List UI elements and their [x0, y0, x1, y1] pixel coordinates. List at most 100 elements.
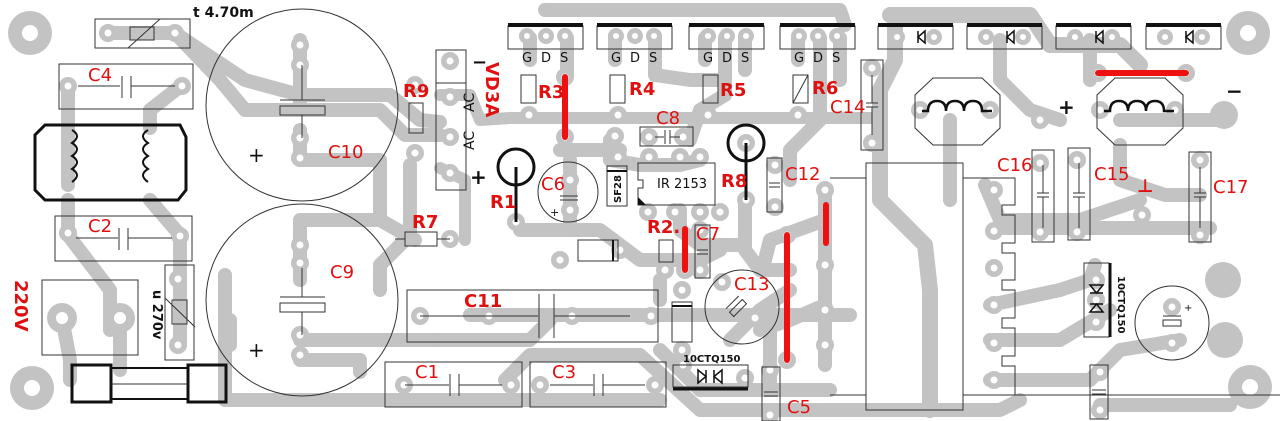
c10-label: C10	[328, 142, 363, 163]
c1-outline	[384, 361, 523, 408]
diode-icon	[1094, 29, 1104, 45]
c16-outline	[1031, 149, 1055, 243]
c9-outline	[205, 203, 399, 397]
c14-outline	[860, 59, 884, 151]
c7-label: C7	[696, 224, 720, 245]
mosfet-pin-label-g: G	[703, 51, 713, 66]
labels: t 4.70m C4 C2 C10 + C9 + R9 R7 C11 C1 C3…	[10, 5, 1248, 418]
c8-outline	[639, 126, 694, 147]
fuse-rating-label: t 4.70m	[193, 5, 254, 21]
bridge-plus-label: +	[470, 165, 487, 189]
r7-label: R7	[412, 212, 438, 233]
c12-label: C12	[785, 164, 820, 185]
c14-label: C14	[830, 97, 865, 118]
output-electrolytic-outline	[1134, 285, 1210, 361]
c17-label: C17	[1213, 177, 1248, 198]
mosfet-pin-label-g: G	[611, 51, 621, 66]
r5-label: R5	[720, 80, 746, 101]
svg-text:+: +	[550, 206, 559, 219]
diode-icon	[916, 29, 926, 45]
rectifier-diode	[877, 23, 954, 50]
choke-outline	[33, 123, 188, 202]
c1-label: C1	[415, 362, 439, 383]
c10-plus-label: +	[248, 143, 265, 167]
varistor-outline	[164, 264, 195, 361]
rectifier-diode	[1145, 23, 1222, 50]
c15-outline	[1067, 147, 1091, 241]
c10-outline	[205, 8, 399, 202]
c12-outline	[766, 157, 783, 213]
r3-outline	[520, 74, 537, 104]
jumper-wires	[562, 70, 1189, 363]
fuse-clip-left	[70, 363, 113, 404]
r1-label: R1	[490, 192, 516, 213]
mosfet-pin-label-d: D	[813, 51, 823, 66]
c6-label: C6	[541, 174, 565, 195]
mosfet-pin-label-d: D	[630, 51, 640, 66]
r2-outline	[658, 239, 674, 263]
mains-voltage-label: 220V	[10, 280, 31, 332]
r2-label: R2.	[647, 217, 680, 238]
output-minus-label: −	[1226, 79, 1243, 103]
r5-outline	[702, 74, 719, 104]
r4-label: R4	[629, 79, 655, 100]
c9-label: C9	[330, 262, 354, 283]
diode-icon	[1005, 29, 1015, 45]
r9-outline	[408, 102, 424, 134]
diode-icon	[1184, 29, 1194, 45]
mosfet-pin-label-d: D	[541, 51, 551, 66]
c5-outline	[761, 366, 781, 421]
rectifier-diode	[966, 23, 1043, 50]
svg-text:+: +	[1184, 303, 1192, 314]
c17-outline	[1188, 151, 1212, 243]
top-diode-group	[877, 23, 1222, 50]
c2-label: C2	[88, 216, 112, 237]
r6-label: R6	[812, 78, 838, 99]
pads	[47, 24, 1209, 421]
r9-label: R9	[403, 81, 429, 102]
inductor-right-outline	[1096, 77, 1184, 146]
fuse-holder-outline	[94, 18, 191, 49]
inductor-left-outline	[914, 77, 1001, 146]
mosfet-pin-label-g: G	[522, 51, 532, 66]
c7-outline	[694, 224, 711, 279]
bottom-right-cap-outline	[1089, 364, 1109, 420]
c6-outline	[537, 161, 599, 223]
bridge-ac1-label: AC	[462, 93, 478, 112]
c2-outline	[54, 215, 193, 262]
sf28-label: SF28	[613, 175, 624, 203]
smd-diode-outline	[577, 239, 619, 262]
c4-outline	[58, 63, 194, 110]
c9-plus-label: +	[248, 338, 265, 362]
c13-label: C13	[734, 274, 769, 295]
smd-cap-outline	[671, 301, 693, 343]
varistor-label: u 270v	[149, 290, 164, 340]
bridge-minus-label: −	[472, 52, 487, 73]
r4-outline	[609, 74, 626, 104]
c11-outline	[406, 289, 659, 343]
c8-label: C8	[656, 108, 680, 129]
rectifier-diode	[1055, 23, 1132, 50]
r6-outline	[792, 74, 809, 104]
output-plus-label: +	[1058, 95, 1075, 119]
mains-connector-outline	[41, 279, 139, 356]
dual-diode-bottom-outline	[672, 364, 749, 388]
c11-label: C11	[464, 291, 502, 312]
transformer-outline	[865, 162, 964, 411]
bridge-outline	[435, 49, 467, 191]
dual-diode-right-label: 10CTQ150	[1115, 276, 1126, 333]
ground-symbol: ⊥	[1137, 176, 1153, 197]
c3-outline	[529, 361, 667, 408]
r3-label: R3	[538, 82, 564, 103]
ic-label: IR 2153	[657, 177, 707, 192]
c15-label: C15	[1094, 164, 1129, 185]
bridge-label: VD3A	[481, 62, 502, 117]
c5-label: C5	[787, 397, 811, 418]
